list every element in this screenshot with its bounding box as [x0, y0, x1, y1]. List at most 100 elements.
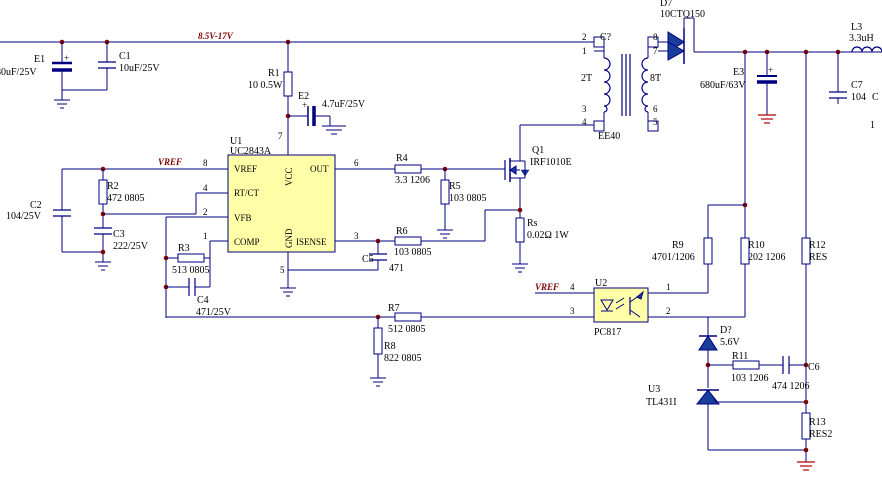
- zener-value: 5.6V: [720, 337, 741, 348]
- transformer-ref: C?: [600, 32, 612, 43]
- svg-text:+: +: [302, 100, 307, 110]
- r4-ref: R4: [396, 153, 408, 164]
- resistor-r13: R13 RES2: [797, 399, 832, 471]
- u1-pin-vfb: VFB: [234, 213, 252, 223]
- c1-value: 10uF/25V: [119, 63, 160, 74]
- u1-pin-rtct: RT/CT: [234, 188, 259, 198]
- r2-value: 472 0805: [107, 193, 145, 204]
- u3-ref: U3: [648, 384, 660, 395]
- u1-ref: U1: [230, 136, 242, 147]
- e1-value: 80uF/25V: [0, 67, 37, 78]
- c7-value: 104: [851, 92, 866, 103]
- r5-value: 103 0805: [449, 193, 487, 204]
- l3-value: 3.3uH: [849, 33, 874, 44]
- resistor-r1: R1 10 0.5W: [248, 42, 293, 155]
- d7-value: 10CTQ150: [660, 9, 705, 20]
- gate-drive: R4 3.3 1206 R5 103 0805: [394, 153, 500, 239]
- feedback-divider-primary: R7 512 0805 R8 822 0805: [370, 303, 426, 387]
- r1-ref: R1: [268, 68, 280, 79]
- r4-value: 3.3 1206: [395, 175, 430, 186]
- c3-ref: C3: [113, 229, 125, 240]
- rs-value: 0.02Ω 1W: [527, 230, 569, 241]
- c1-ref: C1: [119, 51, 131, 62]
- r11-ref: R11: [732, 351, 748, 362]
- u1-pin-out: OUT: [310, 164, 329, 174]
- u1-pinnum-5: 5: [280, 265, 285, 275]
- r7-ref: R7: [388, 303, 400, 314]
- t-pin-7: 7: [653, 46, 658, 56]
- capacitor-e1: + E1 80uF/25V: [0, 42, 72, 109]
- vref-net-label-u2: VREF: [535, 282, 559, 292]
- u1-pin-vcc: VCC: [284, 167, 294, 186]
- edge-letter-c: C: [872, 92, 879, 103]
- u1-pinnum-1: 1: [203, 231, 208, 241]
- c7-ref: C7: [851, 80, 863, 91]
- u2-value: PC817: [594, 327, 621, 338]
- mosfet-q1: Q1 IRF1010E Rs 0.02Ω 1W: [500, 124, 594, 273]
- input-rail: 8.5V-17V: [0, 31, 594, 45]
- capacitor-e3: + E3 680uF/63V: [700, 52, 777, 124]
- c6-value: 474 1206: [772, 381, 810, 392]
- r3-value: 513 0805: [172, 265, 210, 276]
- edge-number-1: 1: [870, 120, 875, 131]
- tl431-compensation: R11 103 1206 C6 474 1206: [705, 351, 820, 392]
- r2-ref: R2: [107, 181, 119, 192]
- t-pin-8: 8: [653, 32, 658, 42]
- regulator-u3: U3 TL431I: [646, 384, 806, 451]
- e2-value: 4.7uF/25V: [322, 99, 366, 110]
- r7-value: 512 0805: [388, 324, 426, 335]
- t-pin-2: 2: [582, 32, 587, 42]
- r13-value: RES2: [809, 429, 832, 440]
- t-pin-1: 1: [582, 46, 587, 56]
- u1-pinnum-8: 8: [203, 158, 208, 168]
- r1-value: 10 0.5W: [248, 80, 283, 91]
- e3-value: 680uF/63V: [700, 80, 746, 91]
- output-filter: L3 3.3uH C7 104 C 1: [829, 22, 882, 131]
- u2-ref: U2: [595, 278, 607, 289]
- r6-value: 103 0805: [394, 247, 432, 258]
- u2-pin-1: 1: [666, 282, 671, 292]
- u1-pin-vref: VREF: [234, 164, 257, 174]
- u1-pinnum-7: 7: [278, 131, 283, 141]
- q1-ref: Q1: [532, 145, 544, 156]
- u1-pin-isense: ISENSE: [296, 237, 327, 247]
- feedback-dividers: R9 4701/1206 R10 202 1206 R12 RES: [652, 52, 827, 413]
- u1-pinnum-6: 6: [354, 158, 359, 168]
- transformer-primary-turns: 2T: [581, 73, 592, 84]
- r9-value: 4701/1206: [652, 252, 695, 263]
- c5-value: 471: [389, 263, 404, 274]
- zener-ref: D?: [720, 325, 732, 336]
- zener-diode: D? 5.6V: [698, 317, 741, 388]
- c4-value: 471/25V: [196, 307, 232, 318]
- c4-ref: C4: [197, 295, 209, 306]
- capacitor-e2: + E2 4.7uF/25V: [288, 91, 366, 135]
- svg-text:+: +: [64, 53, 69, 63]
- capacitor-c1: C1 10uF/25V: [62, 42, 160, 91]
- transformer-secondary-turns: 8T: [650, 73, 661, 84]
- r10-ref: R10: [748, 240, 765, 251]
- r8-ref: R8: [384, 341, 396, 352]
- d7-ref: D7: [660, 0, 672, 9]
- vref-net-label-u1: VREF: [158, 157, 182, 167]
- l3-ref: L3: [851, 22, 862, 33]
- r13-ref: R13: [809, 417, 826, 428]
- svg-text:+: +: [768, 65, 773, 75]
- e2-ref: E2: [298, 91, 309, 102]
- r8-value: 822 0805: [384, 353, 422, 364]
- u1-pin-comp: COMP: [234, 237, 260, 247]
- c5-ref: C5: [362, 254, 374, 265]
- r12-value: RES: [809, 252, 827, 263]
- e3-ref: E3: [733, 67, 744, 78]
- diode-d7: D7 10CTQ150: [658, 0, 882, 64]
- timing-network: R2 472 0805 C2 104/25V C3 222/25V: [6, 166, 197, 271]
- u2-pin-4: 4: [570, 282, 575, 292]
- r10-value: 202 1206: [748, 252, 786, 263]
- rs-ref: Rs: [527, 218, 538, 229]
- u1-pinnum-2: 2: [203, 207, 208, 217]
- compensation-network: R3 513 0805 C4 471/25V: [163, 217, 232, 318]
- u3-value: TL431I: [646, 397, 677, 408]
- c2-value: 104/25V: [6, 211, 42, 222]
- r11-value: 103 1206: [731, 373, 769, 384]
- rail-voltage-label: 8.5V-17V: [198, 31, 234, 41]
